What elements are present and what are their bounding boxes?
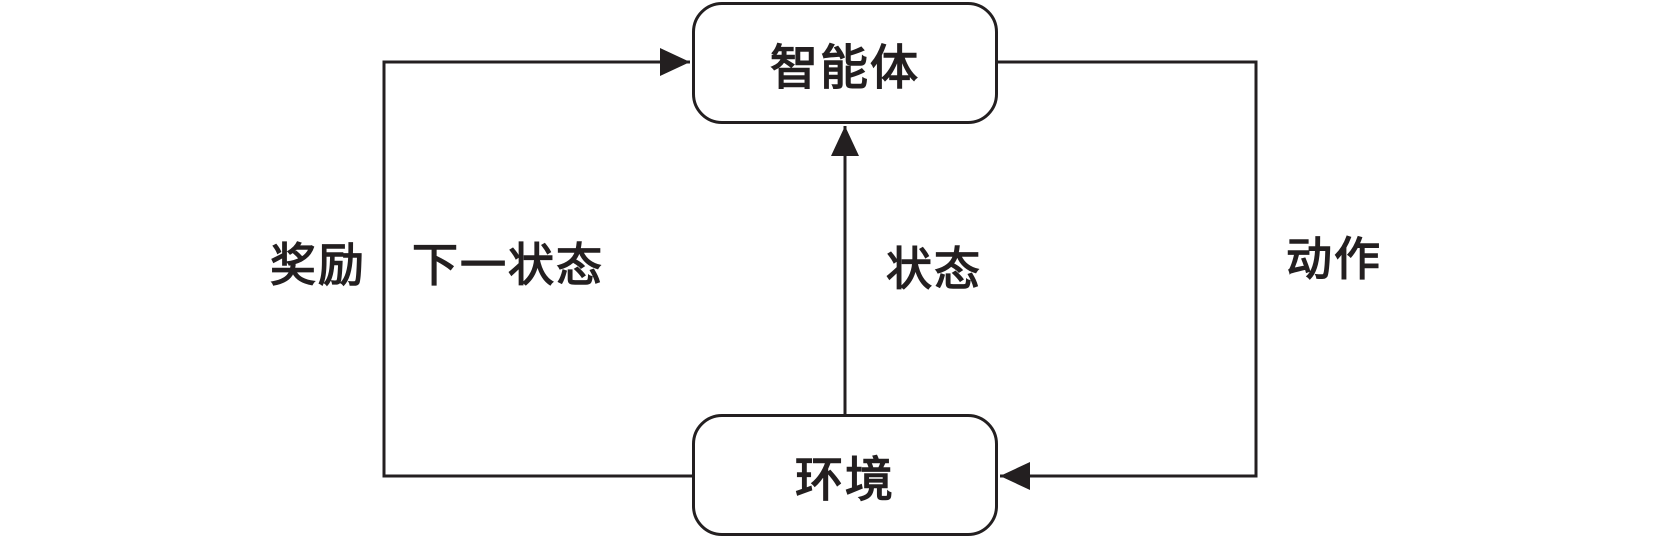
action-arrow [998,60,1258,490]
reward-label: 奖励 [270,238,366,292]
agent-label: 智能体 [769,40,920,96]
next-state-label: 下一状态 [412,238,604,292]
environment-node: 环境 [692,414,998,536]
reward-next-state-arrow [382,48,692,478]
environment-label: 环境 [794,452,895,508]
state-label: 状态 [886,242,982,296]
agent-node: 智能体 [692,2,998,124]
action-label: 动作 [1286,232,1382,286]
